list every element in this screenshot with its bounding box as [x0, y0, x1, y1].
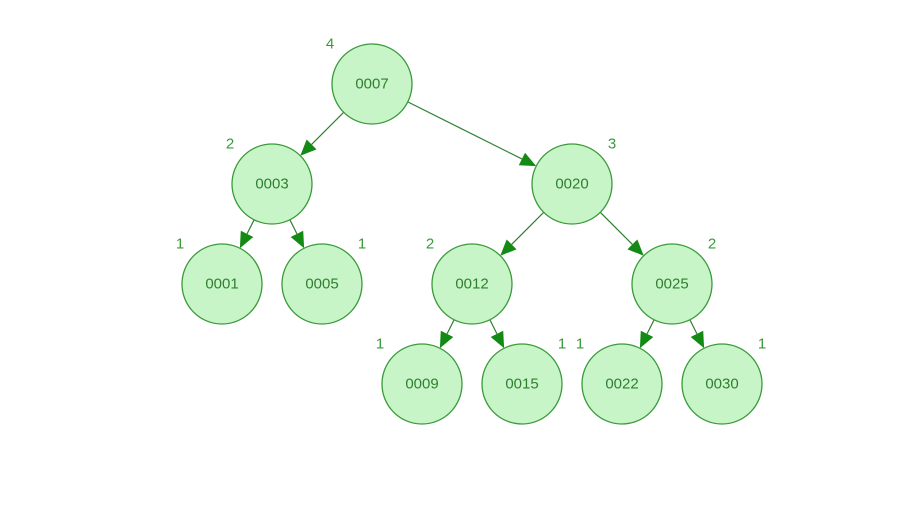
edge-n12-n9: [446, 319, 455, 335]
node-key-label: 0020: [555, 176, 588, 193]
arrowhead-n3-n1: [239, 230, 254, 249]
edge-n25-n22: [646, 319, 655, 335]
node-height-label: 3: [608, 136, 616, 153]
node-height-label: 4: [326, 36, 334, 53]
tree-node-0012: 0012 2: [426, 236, 513, 325]
node-circle: [281, 243, 363, 325]
node-circle: [331, 43, 413, 125]
edge-n12-n15: [489, 319, 498, 335]
edge-n7-n3: [311, 111, 345, 145]
node-key-label: 0009: [405, 376, 438, 393]
nodes-layer: 0007 4 0003 2 0020 3 0001 1 0005 1 0012 2 0025 2 0009 1…: [176, 36, 766, 425]
node-key-label: 0030: [705, 376, 738, 393]
node-key-label: 0007: [355, 76, 388, 93]
tree-node-0009: 0009 1: [376, 336, 463, 425]
tree-node-0025: 0025 2: [631, 236, 716, 325]
arrowhead-n20-n12: [500, 239, 517, 256]
tree-node-0005: 0005 1: [281, 236, 366, 325]
node-circle: [681, 343, 763, 425]
tree-node-0015: 0015 1: [481, 336, 566, 425]
node-circle: [481, 343, 563, 425]
edges-layer: [239, 101, 705, 349]
node-key-label: 0012: [455, 276, 488, 293]
node-circle: [431, 243, 513, 325]
tree-node-0022: 0022 1: [576, 336, 663, 425]
edge-n25-n30: [689, 319, 698, 335]
tree-node-0003: 0003 2: [226, 136, 313, 225]
edge-n20-n25: [599, 211, 633, 245]
node-circle: [381, 343, 463, 425]
node-circle: [231, 143, 313, 225]
node-circle: [531, 143, 613, 225]
edge-n3-n5: [289, 219, 298, 235]
node-height-label: 1: [376, 336, 384, 353]
node-key-label: 0005: [305, 276, 338, 293]
tree-node-0007: 0007 4: [326, 36, 413, 125]
arrowhead-n7-n3: [300, 139, 317, 156]
tree-node-0001: 0001 1: [176, 236, 263, 325]
node-key-label: 0015: [505, 376, 538, 393]
edge-n7-n20: [407, 101, 523, 160]
arrowhead-n7-n20: [518, 152, 537, 167]
arrowhead-n12-n9: [439, 330, 454, 349]
node-key-label: 0003: [255, 176, 288, 193]
node-circle: [181, 243, 263, 325]
node-circle: [631, 243, 713, 325]
node-key-label: 0001: [205, 276, 238, 293]
edge-n3-n1: [246, 219, 255, 235]
tree-node-0020: 0020 3: [531, 136, 616, 225]
node-height-label: 1: [358, 236, 366, 253]
node-circle: [581, 343, 663, 425]
node-height-label: 1: [576, 336, 584, 353]
tree-node-0030: 0030 1: [681, 336, 766, 425]
node-key-label: 0025: [655, 276, 688, 293]
edge-n20-n12: [511, 211, 545, 245]
arrowhead-n25-n22: [639, 330, 654, 349]
arrowhead-n25-n30: [690, 330, 705, 349]
arrowhead-n20-n25: [627, 239, 644, 256]
node-height-label: 1: [558, 336, 566, 353]
node-height-label: 1: [758, 336, 766, 353]
node-key-label: 0022: [605, 376, 638, 393]
node-height-label: 2: [426, 236, 434, 253]
arrowhead-n12-n15: [490, 330, 505, 349]
arrowhead-n3-n5: [290, 230, 305, 249]
node-height-label: 2: [226, 136, 234, 153]
node-height-label: 1: [176, 236, 184, 253]
node-height-label: 2: [708, 236, 716, 253]
